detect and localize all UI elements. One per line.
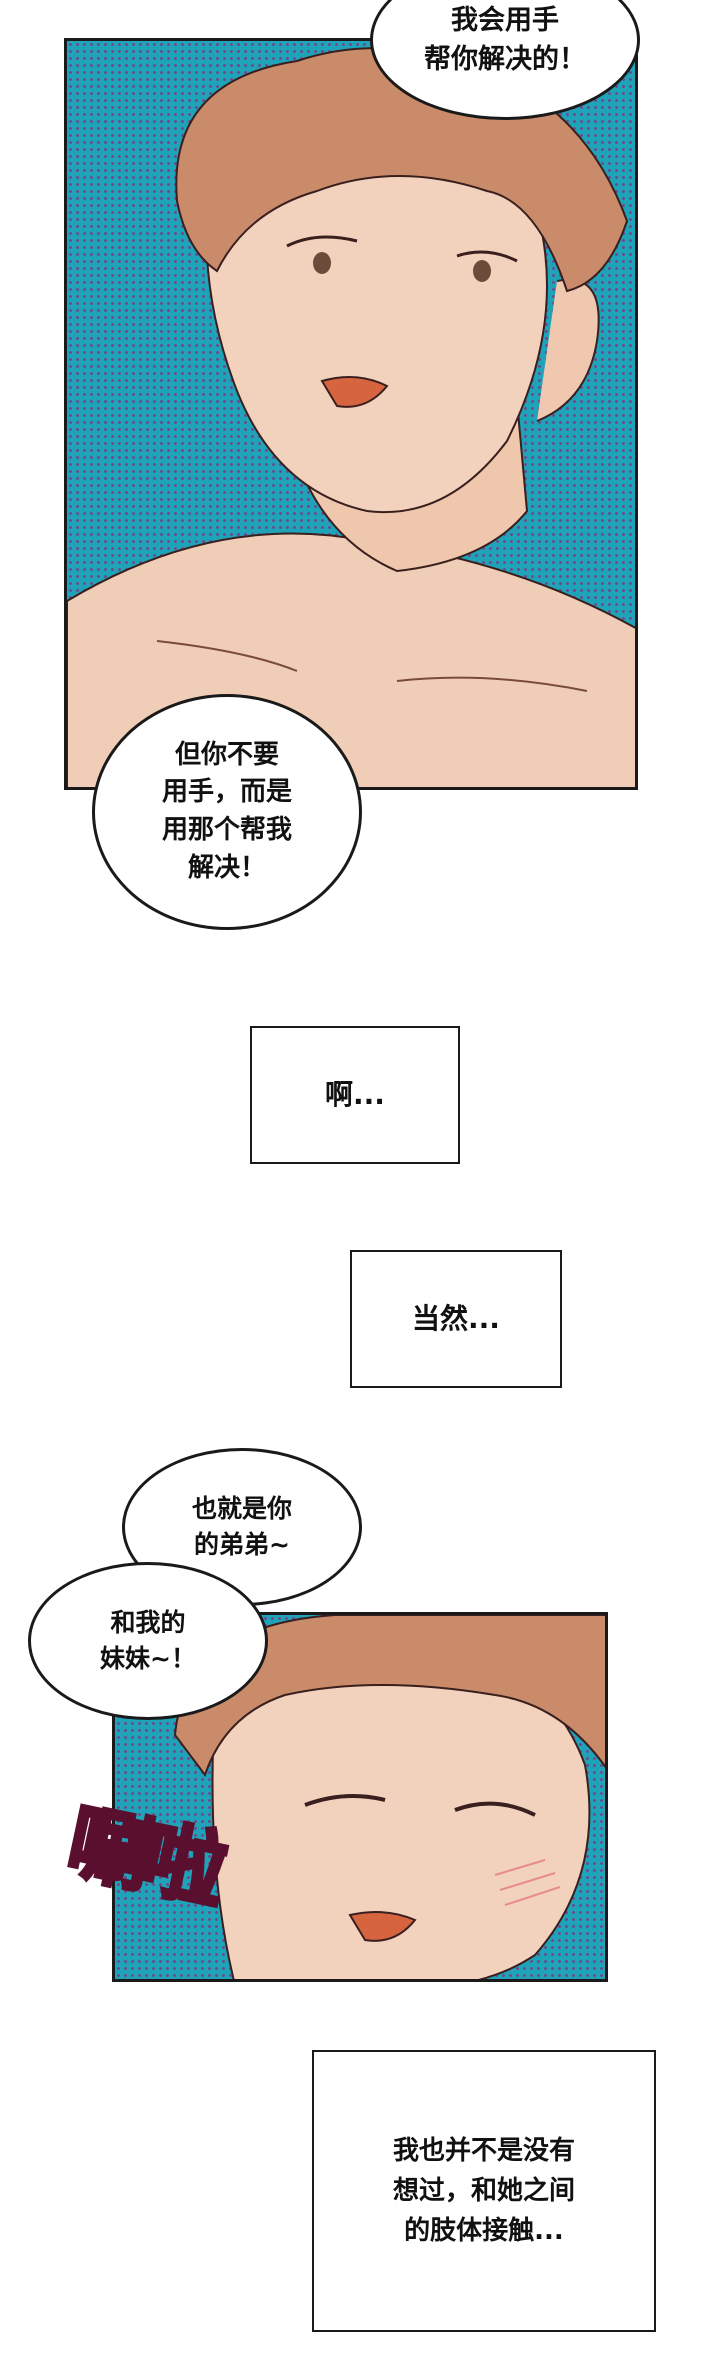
speech-text-top: 我会用手 帮你解决的！ (424, 4, 586, 75)
speech-bubble-sister: 和我的 妹妹~！ (28, 1562, 268, 1720)
narration-text-2: 当然... (412, 1302, 500, 1336)
speech-bubble-top: 我会用手 帮你解决的！ (370, 0, 640, 120)
character-illustration-bottom (173, 1615, 605, 1979)
narration-box-1: 啊... (250, 1026, 460, 1164)
speech-text-brother: 也就是你 的弟弟~ (191, 1493, 292, 1559)
narration-text-1: 啊... (325, 1078, 385, 1112)
speech-text-middle: 但你不要 用手，而是 用那个帮我 解决！ (161, 739, 292, 883)
speech-bubble-middle: 但你不要 用手，而是 用那个帮我 解决！ (92, 694, 362, 930)
narration-text-final: 我也并不是没有 想过，和她之间 的肢体接触... (392, 2135, 575, 2247)
narration-box-2: 当然... (350, 1250, 562, 1388)
top-panel (64, 38, 638, 790)
narration-box-final: 我也并不是没有 想过，和她之间 的肢体接触... (312, 2050, 656, 2332)
speech-text-sister: 和我的 妹妹~！ (100, 1607, 196, 1673)
character-illustration-top (67, 47, 635, 787)
